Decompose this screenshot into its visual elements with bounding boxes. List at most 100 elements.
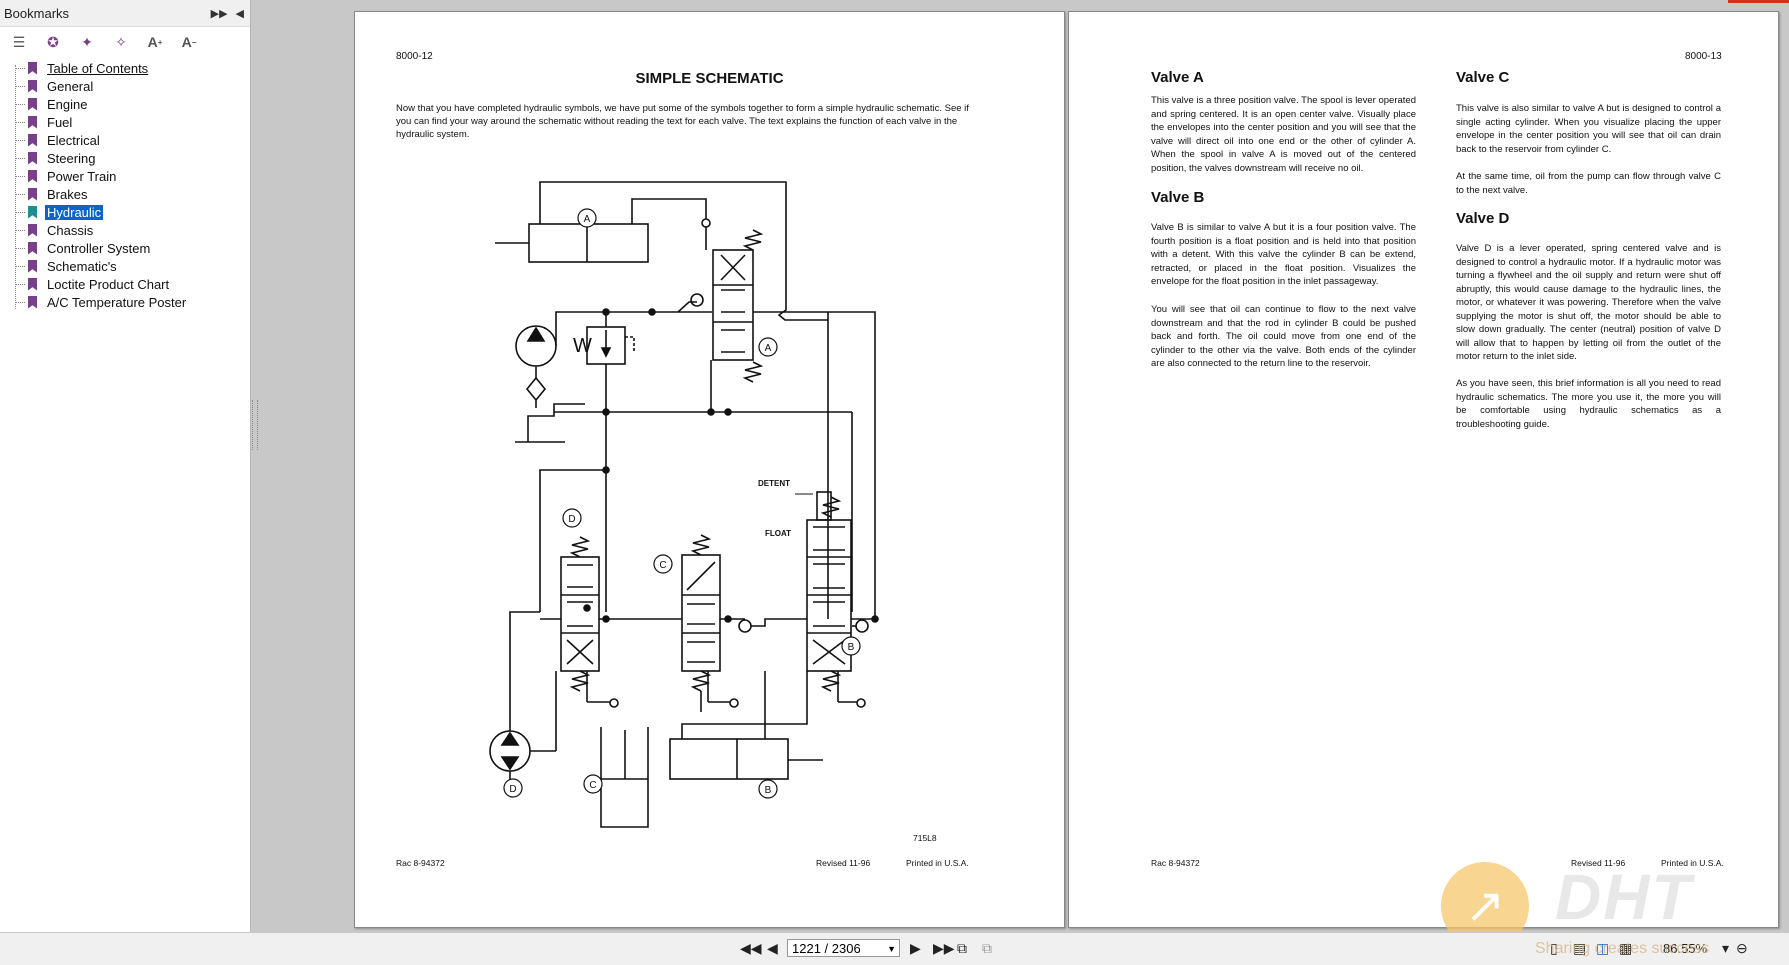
valve-d-text-1: Valve D is a lever operated, spring cent… — [1456, 243, 1721, 362]
figure-code: 715L8 — [913, 833, 937, 843]
bookmark-flag-icon — [28, 205, 37, 219]
bookmark-label: Steering — [47, 150, 96, 166]
cylinder-b — [669, 738, 789, 780]
bookmark-flag-icon — [28, 259, 37, 273]
next-page-icon[interactable]: ▶ — [910, 940, 921, 956]
footer-printed: Printed in U.S.A. — [906, 858, 969, 868]
bookmark-flag-icon — [28, 61, 37, 75]
bookmark-item-selected[interactable]: Hydraulic — [14, 203, 250, 221]
cylinder-c — [600, 727, 649, 828]
bookmark-item[interactable]: Electrical — [14, 131, 250, 149]
page-number: 8000-13 — [1685, 51, 1722, 62]
bookmark-flag-icon — [28, 241, 37, 255]
valve-d-heading: Valve D — [1456, 210, 1510, 227]
zoom-level[interactable]: 86.55% — [1663, 941, 1708, 956]
bookmark-item[interactable]: Brakes — [14, 185, 250, 203]
svg-text:A: A — [584, 214, 591, 225]
valve-c-heading: Valve C — [1456, 69, 1510, 86]
page-number: 8000-12 — [396, 51, 433, 62]
new-bookmark-icon[interactable]: ✪ — [47, 33, 59, 50]
document-page-left: 8000-12 SIMPLE SCHEMATIC Now that you ha… — [354, 11, 1065, 928]
delete-bookmark-icon[interactable]: ✧ — [115, 33, 127, 50]
svg-text:W: W — [573, 335, 592, 357]
bookmark-label: General — [47, 78, 94, 94]
bookmark-flag-icon — [28, 151, 37, 165]
page-number-value: 1221 / 2306 — [792, 941, 861, 956]
valve-a-heading: Valve A — [1151, 69, 1204, 86]
bookmark-label: Controller System — [47, 240, 151, 256]
hydraulic-schematic-diagram: W — [489, 181, 879, 828]
label-b-cylinder: B — [758, 779, 778, 799]
continuous-view-icon[interactable]: ▤ — [1573, 940, 1587, 956]
bookmarks-header: Bookmarks ▶▶ ◀ — [0, 0, 250, 27]
valve-c — [681, 554, 721, 672]
footer-revised: Revised 11-96 — [1571, 858, 1626, 868]
cylinder-a — [528, 223, 649, 263]
decrease-font-icon[interactable]: A− — [181, 34, 197, 50]
bookmark-item[interactable]: Table of Contents — [14, 59, 250, 77]
previous-view-icon[interactable]: ⧉ — [957, 940, 967, 956]
zoom-dropdown-icon[interactable]: ▾ — [1722, 940, 1730, 956]
bookmark-item[interactable]: Chassis — [14, 221, 250, 239]
collapse-panel-icon[interactable]: ◀ — [235, 7, 244, 20]
bookmark-label: Schematic's — [47, 258, 117, 274]
valve-b-text-2: You will see that oil can continue to fl… — [1151, 304, 1416, 369]
label-b-valve: B — [841, 636, 861, 656]
bookmarks-toolbar: ☰ ✪ ✦ ✧ A+ A− — [0, 27, 250, 57]
footer-printed: Printed in U.S.A. — [1661, 858, 1724, 868]
intro-paragraph: Now that you have completed hydraulic sy… — [396, 103, 969, 140]
valve-a — [712, 249, 754, 361]
bookmark-item[interactable]: Loctite Product Chart — [14, 275, 250, 293]
bookmark-flag-icon — [28, 295, 37, 309]
bookmark-item[interactable]: General — [14, 77, 250, 95]
bookmark-item[interactable]: Steering — [14, 149, 250, 167]
chevron-down-icon[interactable]: ▼ — [887, 944, 896, 954]
first-page-icon[interactable]: ◀◀ — [740, 940, 762, 956]
panel-splitter-handle[interactable] — [252, 400, 258, 450]
footer-revised: Revised 11-96 — [816, 858, 871, 868]
bookmark-item[interactable]: Controller System — [14, 239, 250, 257]
bookmark-item[interactable]: A/C Temperature Poster — [14, 293, 250, 311]
window-accent-bar — [1728, 0, 1789, 3]
last-page-icon[interactable]: ▶▶ — [933, 940, 955, 956]
svg-text:C: C — [659, 560, 666, 571]
watermark-slogan: Sharing creates success — [1535, 940, 1710, 957]
bookmark-flag-icon — [28, 277, 37, 291]
bookmark-label: Table of Contents — [47, 60, 149, 76]
bookmark-label: Brakes — [47, 186, 88, 202]
bookmark-options-icon[interactable]: ☰ — [12, 33, 26, 50]
next-view-icon[interactable]: ⧉ — [982, 940, 992, 956]
detent-label: DETENT — [758, 479, 790, 488]
bookmark-item[interactable]: Engine — [14, 95, 250, 113]
two-page-view-icon[interactable]: ◫ — [1596, 940, 1610, 956]
previous-page-icon[interactable]: ◀ — [767, 940, 778, 956]
zoom-out-icon[interactable]: ⊖ — [1736, 940, 1748, 956]
page-number-input[interactable]: 1221 / 2306 ▼ — [787, 939, 900, 957]
bookmark-tree: Table of Contents General Engine Fuel El… — [0, 57, 250, 311]
bookmark-label: Fuel — [47, 114, 73, 130]
increase-font-icon[interactable]: A+ — [147, 34, 163, 50]
svg-text:B: B — [765, 785, 772, 796]
bookmark-item[interactable]: Power Train — [14, 167, 250, 185]
label-c-cylinder: C — [583, 774, 603, 794]
bookmark-label: Chassis — [47, 222, 94, 238]
page-title: SIMPLE SCHEMATIC — [635, 70, 784, 87]
bookmarks-panel: Bookmarks ▶▶ ◀ ☰ ✪ ✦ ✧ A+ A− Table of Co… — [0, 0, 251, 932]
label-d-valve: D — [562, 508, 582, 528]
two-page-continuous-icon[interactable]: ▦ — [1619, 940, 1633, 956]
add-child-bookmark-icon[interactable]: ✦ — [81, 33, 93, 50]
bookmark-item[interactable]: Fuel — [14, 113, 250, 131]
bookmark-flag-icon — [28, 169, 37, 183]
single-page-view-icon[interactable]: ▯ — [1550, 940, 1558, 956]
bookmark-flag-icon — [28, 187, 37, 201]
bookmark-label: Engine — [47, 96, 88, 112]
expand-panel-icon[interactable]: ▶▶ — [210, 7, 228, 20]
float-label: FLOAT — [765, 529, 791, 538]
valve-c-text-2: At the same time, oil from the pump can … — [1456, 171, 1721, 196]
bookmark-item[interactable]: Schematic's — [14, 257, 250, 275]
valve-b-text-1: Valve B is similar to valve A but it is … — [1151, 222, 1416, 287]
watermark-logo-text: DHT — [1555, 861, 1693, 933]
label-c-valve: C — [653, 554, 673, 574]
svg-text:A: A — [765, 343, 772, 354]
bookmark-label: Loctite Product Chart — [47, 276, 170, 292]
